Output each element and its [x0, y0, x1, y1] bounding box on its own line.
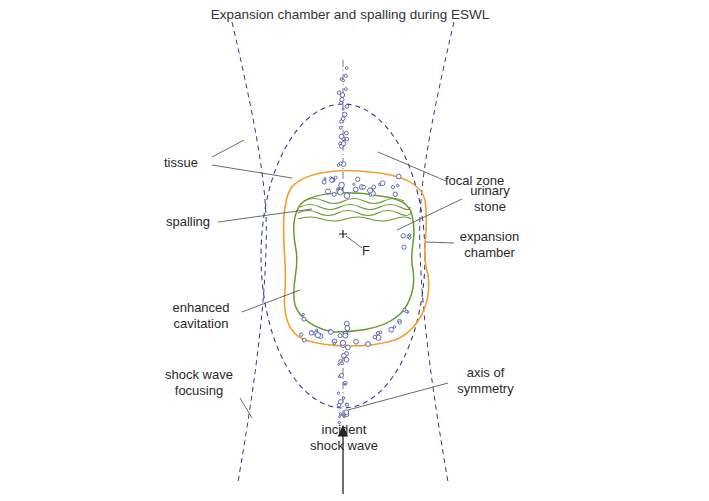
urinary-stone — [294, 193, 414, 332]
part-label: spalling — [166, 214, 221, 230]
cavitation-bubbles — [300, 67, 412, 424]
part-label: expansion chamber — [452, 229, 527, 261]
focal-point-cross — [339, 230, 347, 238]
diagram-title: Expansion chamber and spalling during ES… — [0, 6, 700, 24]
leader-lines — [212, 140, 462, 418]
expansion-chamber — [284, 171, 429, 346]
part-label: urinary stone — [460, 183, 520, 215]
part-label: axis of symmetry — [448, 365, 523, 397]
part-label: shock wave focusing — [158, 367, 240, 399]
spalling-cracks — [298, 199, 411, 222]
part-label: incident shock wave — [303, 422, 385, 454]
part-label: enhanced cavitation — [160, 300, 242, 332]
part-label: tissue — [164, 155, 214, 171]
part-label: F — [362, 243, 376, 259]
